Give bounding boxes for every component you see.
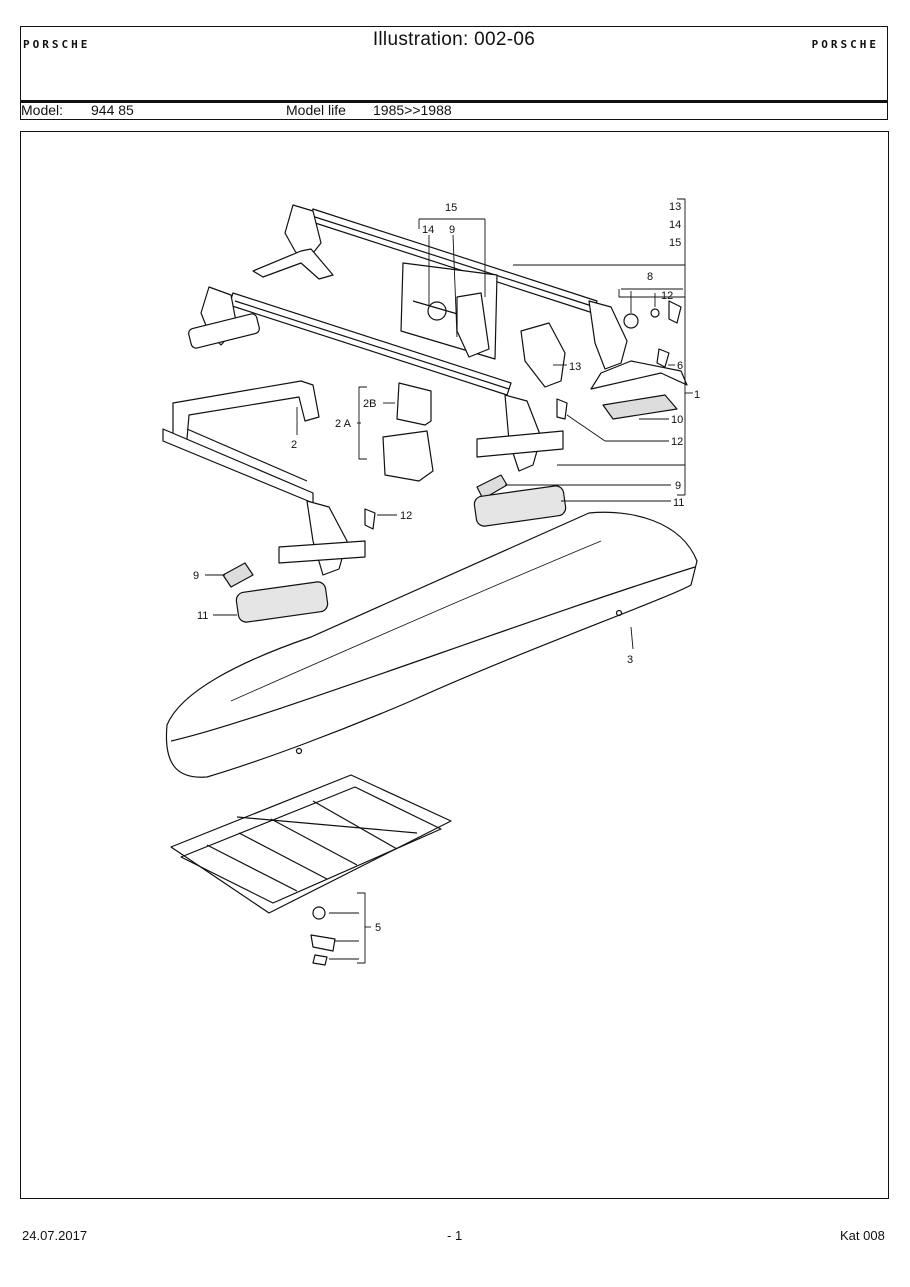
illustration-frame: 15 14 9 13 14 15 8 12 6 1 10 12 13 2B 2 … xyxy=(20,131,889,1199)
callout-9-left: 9 xyxy=(193,570,199,582)
model-label: Model: xyxy=(21,102,64,118)
nut-8 xyxy=(623,313,639,329)
callout-14-right: 14 xyxy=(669,219,681,231)
callout-15-right: 15 xyxy=(669,237,681,249)
clamp-13 xyxy=(520,322,566,388)
roof-rack-bar-middle xyxy=(188,286,564,472)
model-value: 944 85 xyxy=(91,102,134,118)
callout-9-top: 9 xyxy=(449,224,455,236)
footer-date: 24.07.2017 xyxy=(22,1228,88,1243)
callout-9-right: 9 xyxy=(675,480,681,492)
roof-rack-bar-lower xyxy=(162,380,366,576)
callout-13-mid: 13 xyxy=(569,361,581,373)
pad-10 xyxy=(602,394,678,420)
roof-rack-bar-top xyxy=(252,204,688,390)
porsche-logo-right: PORSCHE xyxy=(811,38,879,51)
pad-9-left xyxy=(222,562,254,588)
washer-8 xyxy=(650,308,660,318)
block-2a xyxy=(382,430,434,482)
callout-15-top: 15 xyxy=(445,202,457,214)
model-row: Model: 944 85 Model life 1985>>1988 xyxy=(21,102,887,119)
luggage-rack xyxy=(170,774,452,966)
illustration-title: Illustration: 002-06 xyxy=(372,29,536,50)
callout-12-left: 12 xyxy=(400,510,412,522)
bracket-2b xyxy=(396,382,432,426)
leader-lines xyxy=(205,198,693,964)
callout-8: 8 xyxy=(647,271,653,283)
callout-12-small: 12 xyxy=(661,290,673,302)
callout-5: 5 xyxy=(375,922,381,934)
footer-page: - 1 xyxy=(447,1228,463,1243)
model-life-value: 1985>>1988 xyxy=(373,102,452,118)
footer-catalog: Kat 008 xyxy=(840,1228,885,1243)
callout-3: 3 xyxy=(627,654,633,666)
bolt-12-mid xyxy=(556,398,568,420)
roof-box xyxy=(165,511,698,778)
callout-2a: 2 A xyxy=(335,418,352,430)
rack-bolt xyxy=(312,906,326,920)
callout-11-right: 11 xyxy=(673,497,684,509)
model-life-label: Model life xyxy=(286,102,346,118)
callout-1: 1 xyxy=(694,389,700,401)
rack-nut xyxy=(312,954,328,966)
header-box: PORSCHE Illustration: 002-06 PORSCHE Mod… xyxy=(20,26,888,120)
foot-pad-11-left xyxy=(235,581,329,623)
callout-12-mid: 12 xyxy=(671,436,683,448)
callout-11-left: 11 xyxy=(197,610,208,622)
bolt-12-left xyxy=(364,508,376,530)
header-divider xyxy=(20,100,888,103)
callout-2: 2 xyxy=(291,439,297,451)
porsche-logo-left: PORSCHE xyxy=(23,38,91,51)
parts-diagram: 15 14 9 13 14 15 8 12 6 1 10 12 13 2B 2 … xyxy=(162,198,700,966)
rack-clamp xyxy=(310,934,336,952)
callout-10: 10 xyxy=(671,414,683,426)
callout-13-right: 13 xyxy=(669,201,681,213)
bolt-12-small xyxy=(668,300,682,324)
callout-6: 6 xyxy=(677,360,683,372)
screw-6 xyxy=(656,348,670,368)
callout-2b: 2B xyxy=(363,398,376,410)
foot-pad-11-right xyxy=(473,485,567,527)
callout-14-top: 14 xyxy=(422,224,434,236)
lock-detail-group xyxy=(400,262,498,360)
